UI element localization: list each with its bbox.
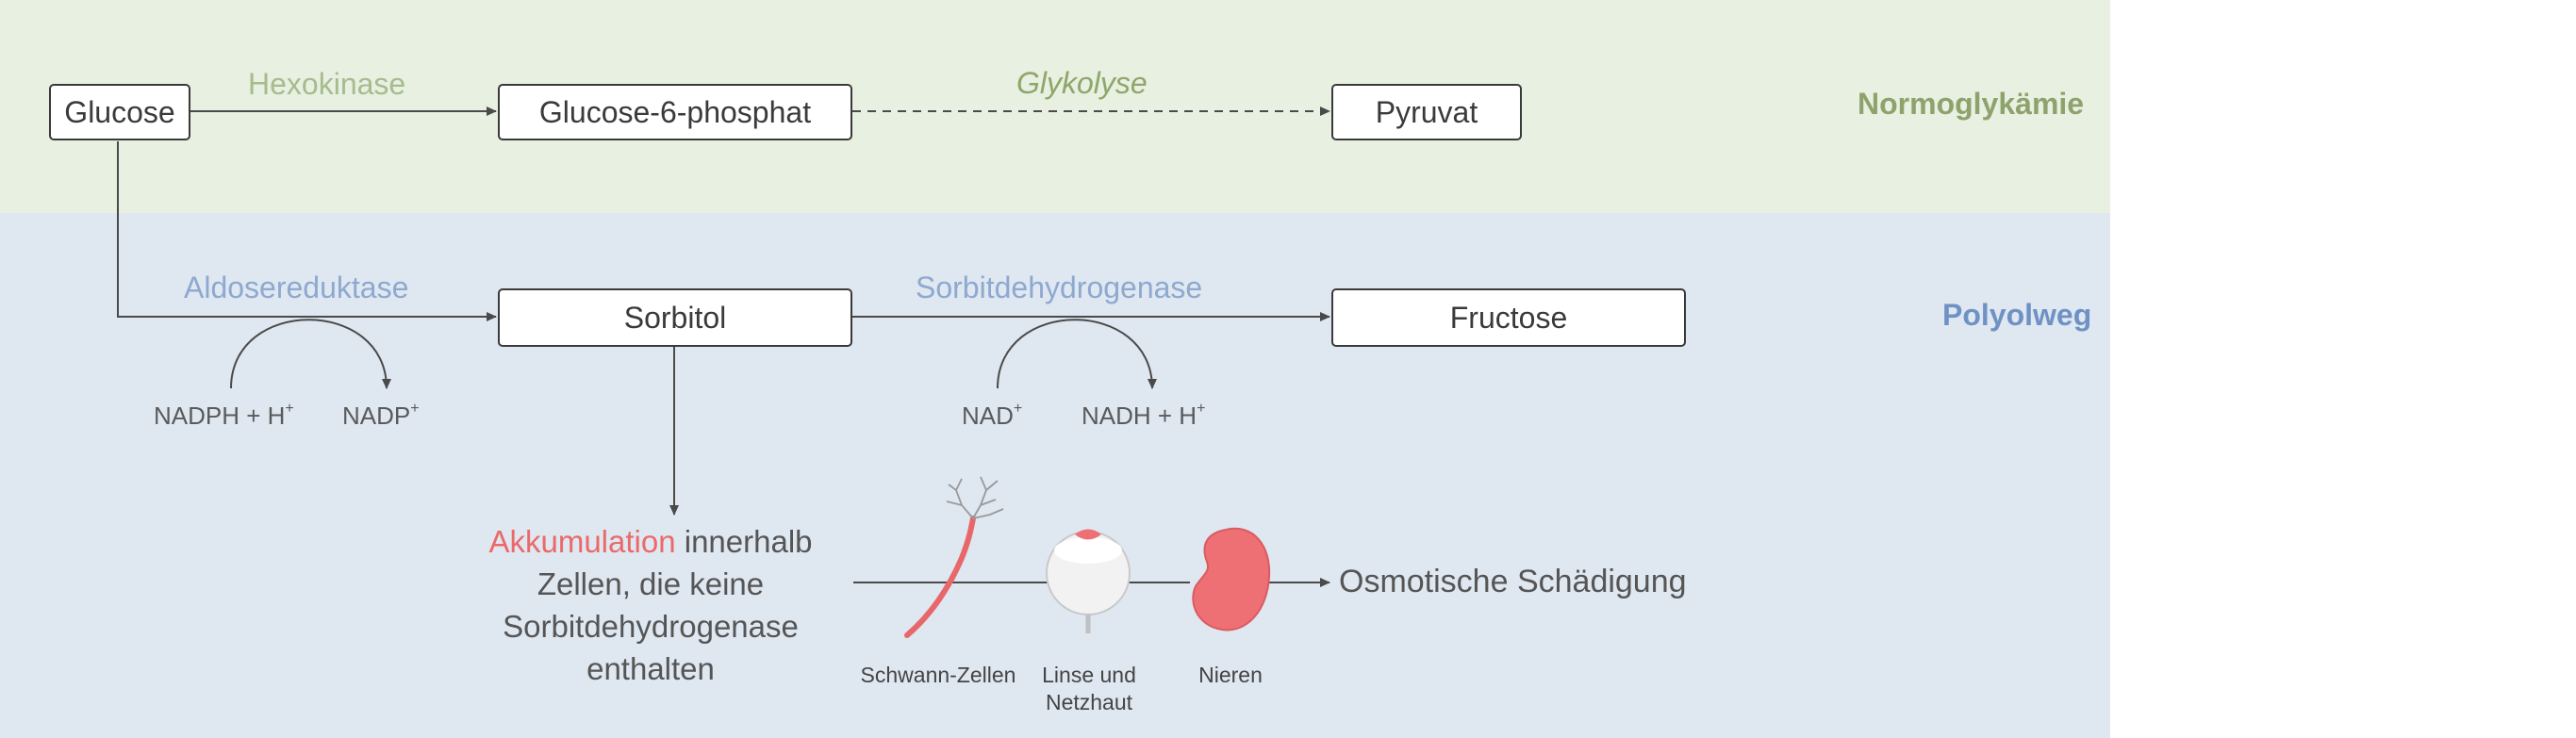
glykolyse-label: Glykolyse	[1016, 66, 1148, 100]
zone-label-polyolweg: Polyolweg	[1942, 298, 2092, 332]
cofactor-arc-sorbitdehydrogenase	[997, 319, 1157, 389]
cofactor-nadp-sup: +	[410, 401, 420, 417]
glucose-6-phosphat-node: Glucose-6-phosphat	[498, 84, 852, 140]
hexokinase-label: Hexokinase	[248, 67, 406, 101]
organ-label-linse: Linse und Netzhaut	[1028, 662, 1150, 716]
kidney-icon	[1192, 527, 1271, 631]
cofactor-nadp-base: NADP	[342, 402, 411, 430]
organ-label-linse-line-2: Netzhaut	[1045, 690, 1133, 714]
cofactor-nad: NAD+	[962, 401, 1023, 430]
cofactor-nadh-base: NADH + H	[1082, 402, 1197, 430]
eye-lens-icon	[1046, 529, 1131, 633]
normoglycemia-band	[0, 0, 2110, 213]
cofactor-arc-aldosereduktase	[230, 319, 391, 389]
accumulation-text: Akkumulation innerhalb Zellen, die keine…	[434, 520, 867, 690]
accumulation-line-4: enthalten	[586, 651, 715, 686]
cofactor-nad-base: NAD	[962, 402, 1014, 430]
osmotic-damage-label: Osmotische Schädigung	[1339, 564, 1687, 599]
cofactor-nad-sup: +	[1013, 401, 1023, 417]
pyruvat-node: Pyruvat	[1331, 84, 1522, 140]
cofactor-nadph: NADPH + H+	[154, 401, 294, 430]
arrow-glucose-to-sorbitol	[117, 141, 497, 321]
accumulation-line-1: Akkumulation innerhalb	[434, 520, 867, 563]
polyol-pathway-band	[0, 213, 2110, 738]
zone-label-normoglykaemie: Normoglykämie	[1858, 87, 2085, 121]
accumulation-line-1-rest: innerhalb	[675, 524, 813, 559]
fructose-node: Fructose	[1331, 288, 1686, 347]
organ-label-schwann: Schwann-Zellen	[860, 663, 1016, 687]
aldosereduktase-label: Aldosereduktase	[184, 271, 409, 304]
sorbitol-node: Sorbitol	[498, 288, 852, 347]
cofactor-nadph-base: NADPH + H	[154, 402, 286, 430]
cofactor-nadp: NADP+	[342, 401, 420, 430]
glucose-node: Glucose	[49, 84, 190, 140]
accumulation-line-2: Zellen, die keine	[537, 566, 765, 601]
organ-label-linse-line-1: Linse und	[1042, 663, 1136, 687]
cofactor-nadh-sup: +	[1197, 401, 1206, 417]
sorbitdehydrogenase-label: Sorbitdehydrogenase	[916, 271, 1203, 304]
organ-label-nieren: Nieren	[1198, 663, 1263, 687]
accumulation-line-3: Sorbitdehydrogenase	[503, 609, 799, 644]
schwann-cell-icon	[904, 476, 1004, 638]
cofactor-nadph-sup: +	[285, 401, 294, 417]
accumulation-highlight: Akkumulation	[488, 524, 676, 559]
cofactor-nadh: NADH + H+	[1082, 401, 1206, 430]
